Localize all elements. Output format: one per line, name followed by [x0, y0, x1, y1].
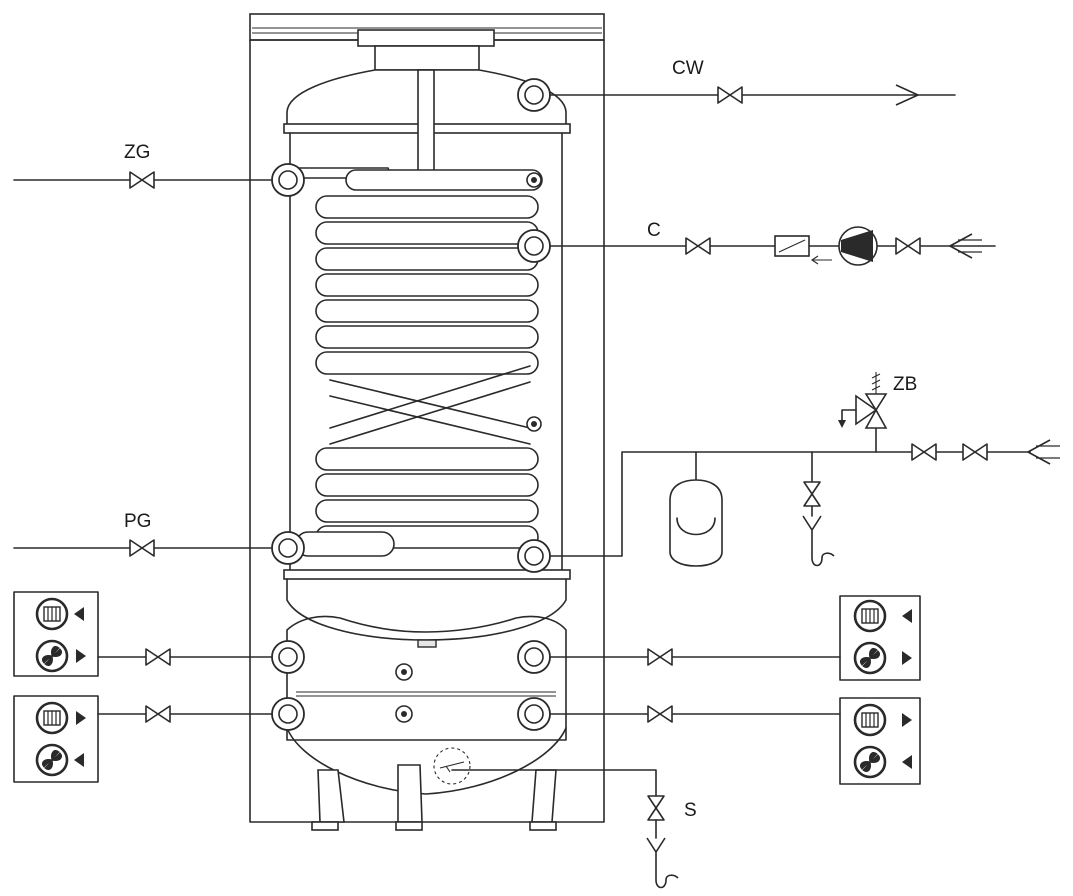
- top-flange: [357, 29, 495, 47]
- port-zg: [271, 163, 305, 197]
- fan-icon: [35, 743, 69, 777]
- heater-lines: [97, 648, 841, 723]
- upper-coil-loops: [315, 169, 543, 375]
- zg-line: ZG: [13, 142, 273, 189]
- lower-chamber-divider: [296, 691, 556, 697]
- c-line: C: [549, 220, 996, 266]
- port-heater-left-1: [271, 640, 305, 674]
- safety-valve: [838, 372, 888, 429]
- label-c: C: [647, 220, 661, 241]
- vessel-lower-ring: [283, 569, 571, 580]
- top-flange-neck: [374, 45, 480, 71]
- port-pg: [271, 531, 305, 565]
- anode-rod: [417, 69, 435, 179]
- tank-feet: [311, 764, 557, 831]
- radiator-icon: [35, 597, 69, 631]
- tank: [249, 13, 605, 831]
- lower-chamber-dome: [286, 727, 567, 795]
- label-s: S: [684, 800, 697, 821]
- flow-arrow-small: [811, 255, 832, 265]
- cold-supply-line: ZB: [549, 372, 1061, 567]
- label-zb: ZB: [893, 374, 917, 395]
- label-cw: CW: [672, 58, 704, 79]
- port-heater-right-2: [517, 697, 551, 731]
- expansion-vessel: [669, 479, 723, 567]
- triangle-arrow-icon: [902, 609, 912, 623]
- heating-coil: [285, 167, 543, 557]
- drain-line: S: [433, 747, 697, 889]
- radiator-icon: [853, 703, 887, 737]
- heater-unit-right-bottom: [839, 697, 921, 785]
- triangle-arrow-icon: [76, 711, 86, 725]
- pg-line: PG: [13, 511, 273, 557]
- triangle-arrow-icon: [902, 755, 912, 769]
- port-heater-left-2: [271, 697, 305, 731]
- radiator-icon: [35, 701, 69, 735]
- label-pg: PG: [124, 511, 151, 532]
- radiator-icon: [853, 599, 887, 633]
- lower-coil-loops: [315, 416, 542, 549]
- port-cw: [517, 78, 551, 112]
- sensor-sockets: [395, 663, 413, 723]
- circulation-pump: [838, 226, 878, 266]
- drain-sensor: [433, 747, 471, 785]
- fan-icon: [853, 745, 887, 779]
- cw-line: CW: [549, 58, 956, 106]
- label-zg: ZG: [124, 142, 150, 163]
- vessel-walls: [289, 132, 563, 571]
- triangle-arrow-icon: [74, 753, 84, 767]
- heater-unit-left-bottom: [13, 695, 99, 783]
- triangle-arrow-icon: [902, 651, 912, 665]
- port-c: [517, 229, 551, 263]
- port-cold-water: [517, 539, 551, 573]
- vessel-bottom-dome: [286, 578, 567, 641]
- triangle-arrow-icon: [76, 649, 86, 663]
- lower-chamber: [286, 615, 567, 741]
- fan-icon: [853, 641, 887, 675]
- fan-icon: [35, 639, 69, 673]
- heater-unit-right-top: [839, 595, 921, 681]
- heater-unit-left-top: [13, 591, 99, 677]
- triangle-arrow-icon: [902, 713, 912, 727]
- coil-crossover: [329, 379, 531, 445]
- port-heater-right-1: [517, 640, 551, 674]
- drain-stub: [417, 639, 437, 648]
- triangle-arrow-icon: [74, 607, 84, 621]
